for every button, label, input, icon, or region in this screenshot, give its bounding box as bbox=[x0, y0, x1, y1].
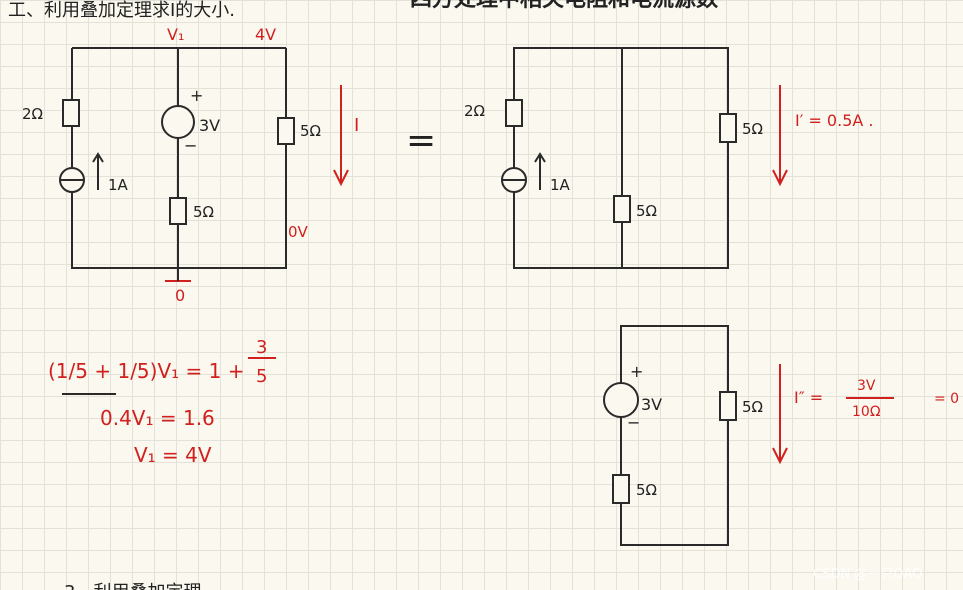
header-right-text: 四方处理中相关电阻和电流源数 bbox=[410, 0, 719, 12]
node-0v-label: 0V bbox=[288, 223, 309, 241]
r-right-label-c2: 5Ω bbox=[742, 120, 763, 138]
r-middle-label-c2: 5Ω bbox=[636, 202, 657, 220]
circuit-original bbox=[59, 47, 349, 282]
resistor-5ohm-middle-c2 bbox=[613, 195, 631, 223]
current-i-double-prime-tail: = 0 bbox=[934, 391, 959, 407]
equals-sign: = bbox=[406, 120, 436, 161]
voltage-source-symbol bbox=[161, 105, 195, 139]
ground-label: 0 bbox=[175, 286, 185, 305]
current-i-double-prime-arrow bbox=[772, 364, 788, 465]
voltage-source-label: 3V bbox=[199, 116, 220, 135]
node-v1-label: V₁ bbox=[167, 25, 184, 44]
current-source-label: 1A bbox=[108, 176, 129, 194]
fraction-denominator: 10Ω bbox=[852, 404, 881, 420]
circuit-original-wires bbox=[71, 47, 287, 269]
current-i-prime-arrow bbox=[772, 85, 788, 187]
r-right-label: 5Ω bbox=[300, 122, 321, 140]
voltage-source-symbol-c3 bbox=[603, 382, 639, 418]
resistor-5ohm-right bbox=[277, 117, 295, 145]
current-i-label: I bbox=[354, 115, 359, 136]
current-i-prime-result: I′ = 0.5A . bbox=[795, 111, 874, 130]
equation-1-lhs: (1/5 + 1/5)V₁ = 1 + bbox=[48, 359, 244, 383]
equation-3: V₁ = 4V bbox=[134, 443, 212, 467]
resistor-2ohm-c2 bbox=[505, 99, 523, 127]
circuit-3-wires bbox=[620, 325, 729, 546]
resistor-5ohm-right-c3 bbox=[719, 391, 737, 421]
current-i-arrow bbox=[333, 85, 349, 187]
r-bottom-label-c3: 5Ω bbox=[636, 481, 657, 499]
header-left-text: 工、利用叠加定理求I的大小. bbox=[8, 0, 235, 21]
voltage-source-plus-c3: + bbox=[630, 362, 643, 381]
r-top-left-label: 2Ω bbox=[22, 105, 43, 123]
equation-2: 0.4V₁ = 1.6 bbox=[100, 406, 215, 430]
voltage-source-minus-c3: − bbox=[627, 413, 640, 432]
current-arrow-up bbox=[92, 152, 104, 190]
resistor-5ohm-middle bbox=[169, 197, 187, 225]
r-right-label-c3: 5Ω bbox=[742, 398, 763, 416]
circuit-voltage-source-only bbox=[603, 325, 894, 546]
resistor-5ohm-right-c2 bbox=[719, 113, 737, 143]
current-source-label-c2: 1A bbox=[550, 176, 571, 194]
voltage-source-plus: + bbox=[190, 86, 203, 105]
circuit-current-source-only bbox=[501, 47, 788, 269]
current-i-double-prime-prefix: I″ = bbox=[794, 388, 823, 407]
csdn-watermark: CSDN @一只QAQ bbox=[813, 567, 922, 582]
voltage-source-label-c3: 3V bbox=[641, 395, 662, 414]
fraction-numerator: 3V bbox=[857, 378, 876, 394]
equation-1-numerator: 3 bbox=[256, 337, 267, 358]
resistor-5ohm-bottom-c3 bbox=[612, 474, 630, 504]
circuit-2-wires bbox=[513, 47, 729, 269]
r-top-left-label-c2: 2Ω bbox=[464, 102, 485, 120]
voltage-source-minus: − bbox=[184, 136, 197, 155]
current-arrow-up-c2 bbox=[534, 152, 546, 190]
r-middle-label: 5Ω bbox=[193, 203, 214, 221]
equation-1-denominator: 5 bbox=[256, 366, 267, 387]
resistor-2ohm bbox=[62, 99, 80, 127]
node-4v-label: 4V bbox=[255, 25, 276, 44]
footer-partial-text: 3、利用叠加定理… bbox=[64, 582, 219, 590]
